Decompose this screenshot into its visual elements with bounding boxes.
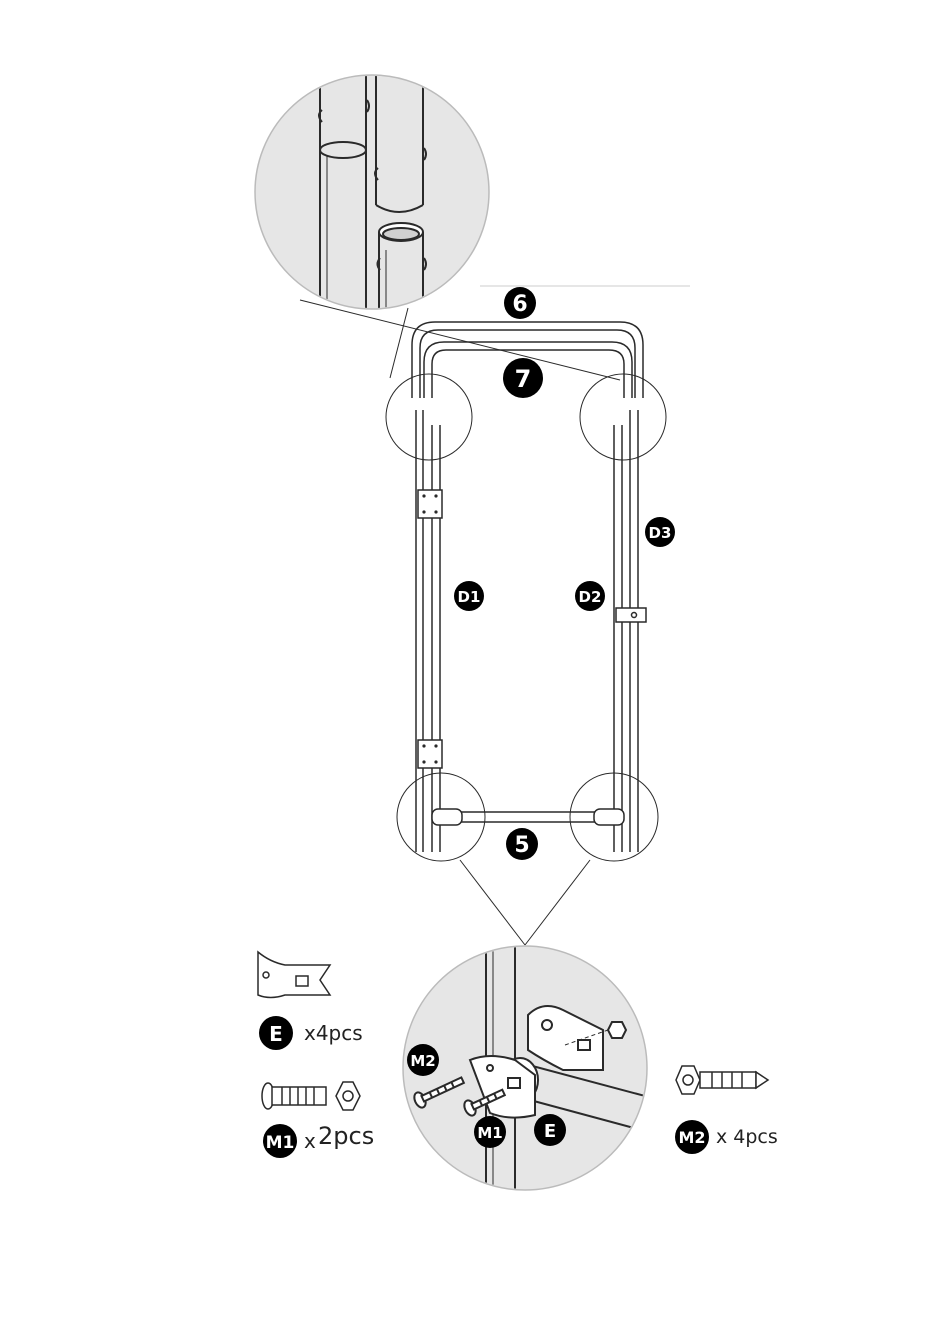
bottom-joint-detail bbox=[403, 940, 660, 1200]
badge-d3: D3 bbox=[645, 517, 675, 547]
badge-part-5: 5 bbox=[506, 828, 538, 860]
svg-text:E: E bbox=[544, 1121, 556, 1142]
hardware-m2-badge: M2 bbox=[675, 1120, 709, 1154]
hardware-m1-qty-x: x bbox=[304, 1129, 316, 1153]
badge-m1-detail: M1 bbox=[474, 1116, 506, 1148]
hinge-holes bbox=[422, 494, 437, 763]
hardware-m1-bolt-icon bbox=[262, 1083, 326, 1109]
hardware-e-badge: E bbox=[259, 1016, 293, 1050]
badge-part-6: 6 bbox=[504, 287, 536, 319]
svg-text:D2: D2 bbox=[579, 588, 602, 606]
top-joint-detail bbox=[255, 70, 690, 380]
hardware-m2-screw-icon bbox=[676, 1066, 768, 1094]
hardware-m1-qty-n: 2pcs bbox=[318, 1122, 374, 1150]
badge-m2-detail: M2 bbox=[407, 1044, 439, 1076]
svg-text:D3: D3 bbox=[649, 524, 672, 542]
svg-text:6: 6 bbox=[512, 292, 527, 317]
badge-e-detail: E bbox=[534, 1114, 566, 1146]
svg-text:M2: M2 bbox=[410, 1052, 435, 1070]
hardware-m1-nut-icon bbox=[336, 1082, 360, 1110]
badge-part-7: 7 bbox=[503, 358, 543, 398]
hardware-e-bracket-icon bbox=[258, 952, 330, 998]
badge-d2: D2 bbox=[575, 581, 605, 611]
badge-d1: D1 bbox=[454, 581, 484, 611]
hardware-e-qty: x4pcs bbox=[304, 1021, 363, 1045]
svg-text:E: E bbox=[269, 1022, 283, 1046]
rack-frame bbox=[412, 322, 646, 852]
svg-text:M1: M1 bbox=[266, 1133, 295, 1153]
hardware-m1-badge: M1 bbox=[263, 1124, 297, 1158]
hardware-m2-qty: x 4pcs bbox=[716, 1126, 778, 1148]
svg-text:5: 5 bbox=[514, 833, 529, 858]
svg-text:M2: M2 bbox=[678, 1128, 705, 1147]
svg-text:M1: M1 bbox=[477, 1124, 502, 1142]
svg-text:7: 7 bbox=[515, 365, 532, 393]
svg-text:D1: D1 bbox=[458, 588, 481, 606]
